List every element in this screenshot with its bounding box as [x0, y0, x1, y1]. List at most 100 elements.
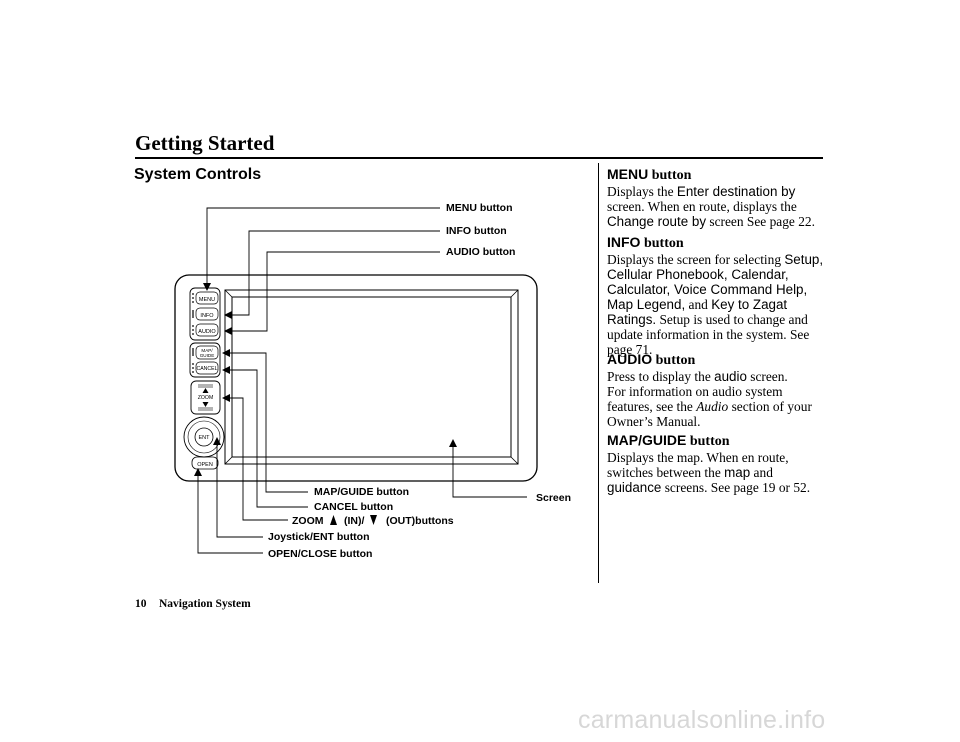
- info-desc-term: Cellular Phonebook, Calendar,: [607, 267, 789, 282]
- indicator-dot: [192, 329, 194, 331]
- panel-zoom-text: ZOOM: [198, 395, 214, 401]
- screen-bevel: [224, 456, 233, 465]
- zoom-in-arrow-icon: [202, 388, 209, 393]
- menu-leader-line: [203, 207, 440, 291]
- menu-button-shape[interactable]: [195, 291, 219, 305]
- zoom-in-label-icon: [330, 515, 337, 525]
- info-desc-term: Setup,: [784, 252, 824, 267]
- screen-bevel: [510, 289, 519, 298]
- menu-desc-term: Change route by: [607, 214, 707, 229]
- info-desc-text: page 71.: [607, 342, 653, 357]
- page-number: 10: [135, 598, 147, 610]
- audio-desc-text: section of your: [728, 399, 812, 414]
- map-desc-text: and: [750, 465, 773, 480]
- menu-desc-text: screen. When en route, displays the: [607, 199, 797, 214]
- screen-frame: [224, 289, 519, 465]
- open-button-shape[interactable]: [191, 456, 219, 470]
- map-desc-term: map: [724, 465, 751, 480]
- indicator-dot: [192, 333, 194, 335]
- info-leader-line: [224, 230, 440, 319]
- info-desc-text: update information in the system. See: [607, 327, 810, 342]
- watermark: carmanualsonline.info: [578, 706, 826, 734]
- info-desc-term: Ratings.: [607, 312, 657, 327]
- screen-bevel: [510, 456, 519, 465]
- info-button-label: INFO button: [446, 225, 507, 237]
- info-description: INFO button Displays the screen for sele…: [607, 234, 837, 357]
- info-button-shape[interactable]: [195, 307, 219, 321]
- zoom-leader-line: [222, 394, 288, 521]
- audio-button-shape[interactable]: [195, 323, 219, 337]
- map-desc-text: screens. See page 19 or 52.: [661, 480, 811, 495]
- info-desc-head-suffix: button: [640, 236, 684, 251]
- panel-menu-text: MENU: [199, 297, 215, 303]
- open-close-button-label: OPEN/CLOSE button: [268, 548, 373, 560]
- unit-bezel: [174, 274, 538, 482]
- audio-description: AUDIO button Press to display the audio …: [607, 351, 837, 429]
- header-rule: [135, 157, 823, 159]
- audio-desc-text: Owner’s Manual.: [607, 414, 701, 429]
- zoom-out-buttons-label: (OUT)buttons: [386, 515, 454, 527]
- zoom-in-label: (IN)/: [344, 515, 365, 527]
- audio-desc-italic: Audio: [696, 399, 729, 414]
- cancel-leader-line: [222, 366, 308, 508]
- info-desc-text: Displays the screen for selecting: [607, 252, 785, 267]
- audio-leader-line: [224, 251, 440, 335]
- indicator-dot: [192, 325, 194, 327]
- map-guide-leader-line: [222, 349, 308, 493]
- cancel-button-shape[interactable]: [195, 361, 219, 375]
- map-desc-text: switches between the: [607, 465, 725, 480]
- map-desc-head: MAP/GUIDE: [607, 432, 687, 448]
- audio-desc-head-suffix: button: [652, 353, 696, 368]
- indicator-dot: [192, 293, 194, 295]
- zoom-rocker[interactable]: [190, 380, 221, 415]
- menu-description: MENU button Displays the Enter destinati…: [607, 166, 837, 229]
- info-desc-term: Map Legend,: [607, 297, 686, 312]
- menu-button-label: MENU button: [446, 202, 513, 214]
- column-divider: [598, 163, 599, 583]
- info-desc-term: Key to Zagat: [711, 297, 788, 312]
- panel-info-text: INFO: [200, 313, 214, 319]
- indicator-dot: [192, 367, 194, 369]
- panel-audio-text: AUDIO: [198, 329, 216, 335]
- audio-desc-text: Press to display the: [607, 369, 715, 384]
- info-desc-term: Calculator, Voice Command Help,: [607, 282, 808, 297]
- info-desc-text: and: [685, 297, 712, 312]
- page-footer: 10 Navigation System: [135, 598, 251, 610]
- map-cancel-cluster: [189, 342, 221, 378]
- map-desc-text: Displays the map. When en route,: [607, 450, 789, 465]
- zoom-out-label-icon: [370, 515, 377, 525]
- indicator-dot: [192, 371, 194, 373]
- map-desc-term: guidance: [607, 480, 662, 495]
- zoom-out-arrow-icon: [202, 402, 209, 407]
- audio-desc-head: AUDIO: [607, 351, 653, 367]
- audio-desc-text: For information on audio system: [607, 384, 783, 399]
- menu-desc-text: screen See page 22.: [706, 214, 815, 229]
- map-guide-button-label: MAP/GUIDE button: [314, 486, 410, 498]
- page-header-title: Getting Started: [135, 131, 275, 155]
- panel-open-text: OPEN: [197, 462, 213, 468]
- audio-button-label: AUDIO button: [446, 246, 516, 258]
- menu-desc-head: MENU: [607, 166, 649, 182]
- open-close-leader-line: [194, 468, 263, 554]
- screen-bevel: [224, 289, 233, 298]
- screen-leader-line: [449, 439, 527, 498]
- map-guide-description: MAP/GUIDE button Displays the map. When …: [607, 432, 837, 495]
- menu-desc-term: Enter destination by: [676, 184, 796, 199]
- screen-display: [231, 296, 512, 458]
- audio-desc-term: audio: [714, 369, 747, 384]
- panel-ent-text: ENT: [199, 435, 211, 441]
- panel-guide-text: GUIDE: [200, 353, 215, 358]
- info-desc-text: Setup is used to change and: [656, 312, 808, 327]
- audio-desc-text: features, see the: [607, 399, 697, 414]
- menu-desc-text: Displays the: [607, 184, 677, 199]
- panel-map-text: MAP/: [201, 348, 213, 353]
- section-title: System Controls: [134, 166, 262, 183]
- indicator-dot: [192, 363, 194, 365]
- screen-label: Screen: [536, 492, 572, 504]
- zoom-label: ZOOM: [292, 515, 324, 527]
- footer-title: Navigation System: [159, 598, 251, 610]
- map-guide-button-shape[interactable]: [195, 345, 219, 360]
- joystick-ent-button-label: Joystick/ENT button: [268, 531, 370, 543]
- joystick-leader-line: [213, 437, 263, 538]
